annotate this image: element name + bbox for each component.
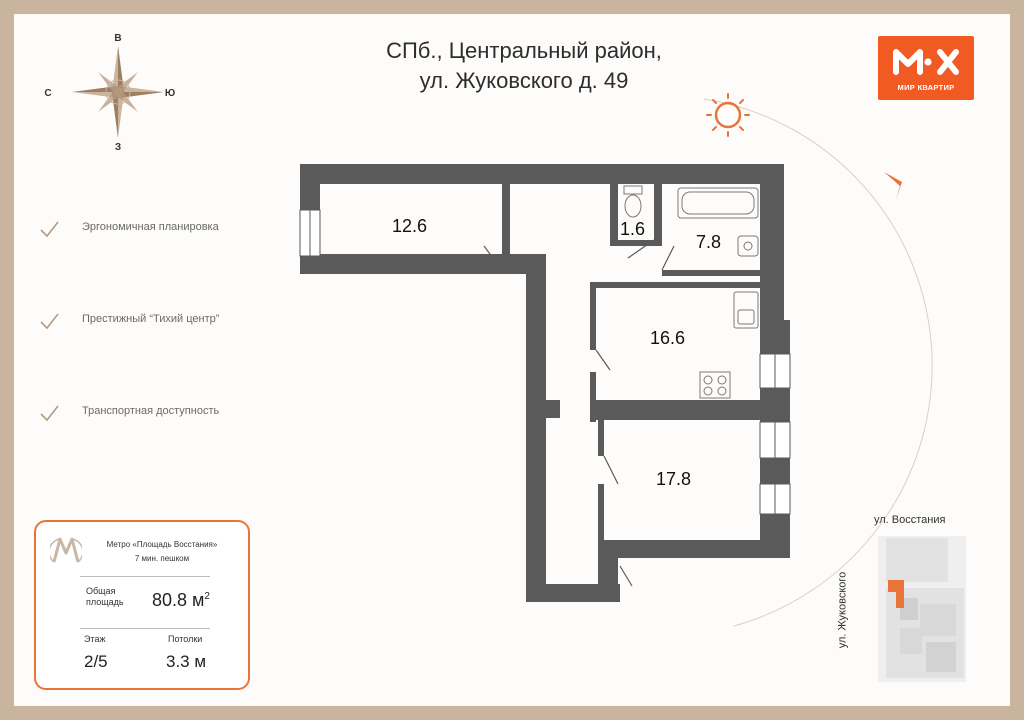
fixtures [623, 185, 759, 399]
windows [299, 209, 791, 515]
feature-text: Эргономичная планировка [82, 221, 219, 233]
metro-station-name: Метро «Площадь Восстания» [106, 540, 218, 549]
total-area-number: 80.8 м [152, 590, 205, 610]
floor-value: 2/5 [84, 652, 108, 671]
room-area-label: 7.8 [696, 232, 722, 252]
compass-north-label: В [114, 33, 121, 44]
metro-walk-time: 7 мин. пешком [134, 554, 190, 563]
stove-icon [699, 371, 731, 399]
compass-south-label: З [115, 142, 121, 153]
check-icon [40, 405, 59, 422]
divider [80, 628, 210, 629]
feature-text: Престижный “Тихий центр” [82, 313, 220, 325]
total-area-value: 80.8 м2 [152, 590, 210, 611]
logo-brand-text: МИР КВАРТИР [897, 83, 955, 92]
metro-icon [50, 537, 82, 563]
divider [80, 576, 210, 577]
floor-plan-sheet: В С Ю З СПб., Центральный район, ул. Жук… [14, 14, 1010, 706]
toilet-tank-icon [623, 185, 643, 195]
bathtub-icon [677, 187, 759, 219]
compass-west-label: С [44, 88, 51, 99]
compass-star-icon [72, 46, 164, 138]
sun-icon [706, 93, 750, 137]
compass-east-label: Ю [165, 88, 175, 99]
address-line-2: ул. Жуковского д. 49 [419, 68, 629, 93]
sink-icon [737, 235, 759, 257]
arc-arrow-icon [884, 172, 902, 200]
doors [483, 239, 675, 587]
room-area-label: 12.6 [392, 216, 428, 236]
sun-path-arc [703, 98, 933, 627]
moon-icon [720, 598, 734, 626]
location-map [878, 536, 966, 682]
area-unit-superscript: 2 [204, 591, 210, 602]
feature-text: Транспортная доступность [82, 405, 220, 417]
brand-logo: МИР КВАРТИР [878, 36, 974, 100]
floor-plan [299, 93, 933, 627]
check-icon [40, 313, 59, 330]
address-line-1: СПб., Центральный район, [386, 38, 662, 63]
ceiling-value: 3.3 м [166, 652, 207, 671]
room-area-label: 16.6 [650, 328, 686, 348]
logo-mark-icon [893, 49, 959, 75]
room-area-label: 17.8 [656, 469, 692, 489]
toilet-icon [624, 194, 642, 218]
address-title: СПб., Центральный район, ул. Жуковского … [304, 36, 744, 96]
compass-rose: В С Ю З [44, 33, 175, 153]
floor-label: Этаж [84, 634, 106, 644]
walls [300, 164, 790, 602]
ceiling-label: Потолки [168, 634, 203, 644]
total-area-label: Общая площадь [86, 586, 124, 607]
street-label-top: ул. Восстания [874, 514, 946, 526]
info-card: Метро «Площадь Восстания» 7 мин. пешком … [34, 520, 250, 690]
street-label-side: ул. Жуковского [836, 571, 849, 649]
check-icon [40, 221, 59, 238]
room-area-label: 1.6 [620, 219, 646, 239]
kitchen-sink-icon [733, 291, 759, 329]
